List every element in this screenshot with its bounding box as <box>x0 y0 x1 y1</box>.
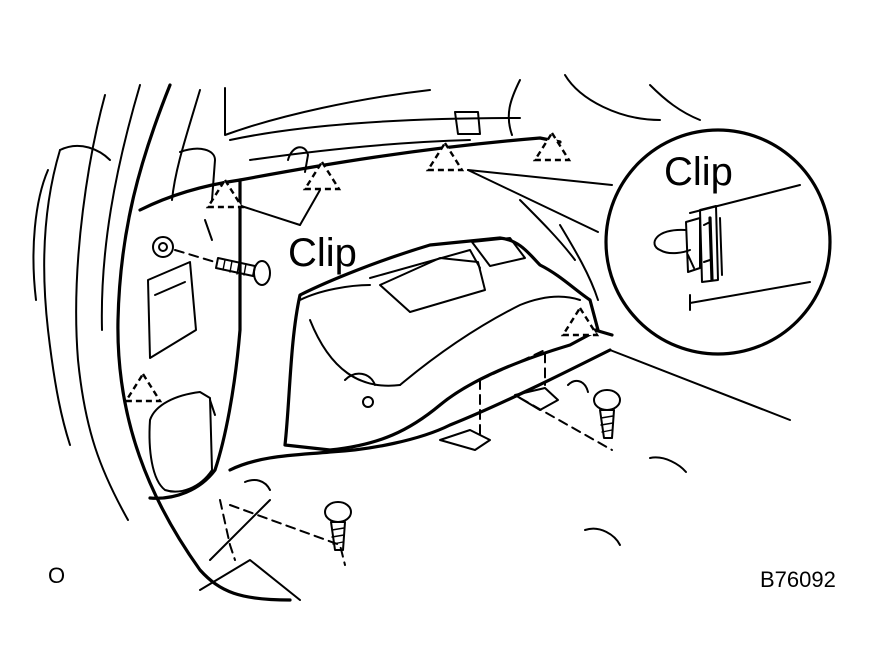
clip-detail-callout <box>604 128 832 356</box>
leader-lines <box>231 169 613 233</box>
dashed-triangle-icon <box>532 130 572 162</box>
bolt-icon <box>593 389 621 439</box>
corner-mark: O <box>48 563 65 588</box>
dashed-triangle-icon <box>302 159 342 191</box>
body-outline <box>32 83 292 602</box>
bolt-icon <box>174 249 271 286</box>
c-pillar-trim <box>138 146 309 500</box>
dashed-triangle-icon <box>425 140 465 172</box>
dashed-triangle-icon <box>123 371 163 403</box>
deck-floor <box>199 348 791 601</box>
dashed-triangle-icon <box>205 177 245 209</box>
clip-label: Clip <box>288 231 357 275</box>
bolt-icon <box>324 501 352 551</box>
roof-header <box>224 74 701 182</box>
figure-code: B76092 <box>760 567 836 592</box>
quarter-trim-panel <box>283 199 614 452</box>
floor-brackets <box>219 349 613 566</box>
dashed-triangle-icon <box>560 305 600 337</box>
clip-detail-label: Clip <box>664 150 733 194</box>
